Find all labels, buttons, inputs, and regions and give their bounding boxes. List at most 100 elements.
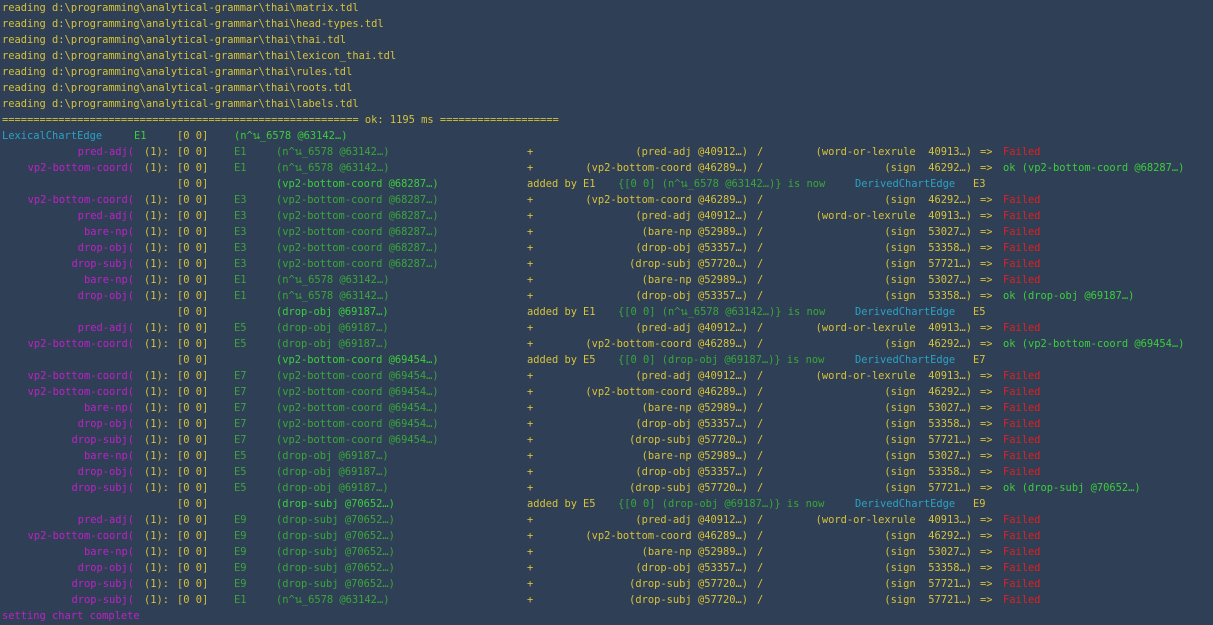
edge-span: [0 0] [177, 194, 209, 206]
rule-count: (1): [144, 322, 170, 334]
slash-sign: / [757, 322, 764, 334]
derived-note: {[0 0] (n^น_6578 @63142…)} is now [618, 178, 826, 190]
slash-sign: / [757, 514, 764, 526]
mother-object: (vp2-bottom-coord @46289…) [585, 530, 748, 542]
slash-sign: / [757, 594, 764, 606]
edge-span: [0 0] [177, 562, 209, 574]
rule-application-row: bare-np((1):[0 0]E7(vp2-bottom-coord @69… [0, 400, 1213, 416]
arrow-sign: => [980, 578, 993, 590]
slash-sign: / [757, 290, 764, 302]
rule-application-row: pred-adj((1):[0 0]E3(vp2-bottom-coord @6… [0, 208, 1213, 224]
rule-application-row: bare-np((1):[0 0]E3(vp2-bottom-coord @68… [0, 224, 1213, 240]
edge-span: [0 0] [177, 370, 209, 382]
slash-sign: / [757, 386, 764, 398]
rule-application-row: bare-np((1):[0 0]E5(drop-obj @69187…)+(b… [0, 448, 1213, 464]
edge-object: (vp2-bottom-coord @69454…) [276, 370, 439, 382]
rule-name: drop-obj( [77, 466, 134, 478]
edge-object: (n^น_6578 @63142…) [276, 146, 390, 158]
mother-object: (drop-subj @57720…) [629, 594, 748, 606]
edge-span: [0 0] [177, 450, 209, 462]
added-by-label: added by [527, 178, 578, 190]
derived-label: DerivedChartEdge [855, 178, 956, 190]
daughter-object: (word-or-lexrule 40913…) [815, 322, 972, 334]
mother-object: (bare-np @52989…) [641, 402, 748, 414]
rule-name: pred-adj( [77, 146, 134, 158]
mother-object: (pred-adj @40912…) [635, 146, 748, 158]
rule-name: drop-subj( [71, 258, 134, 270]
edge-id: E3 [234, 226, 247, 238]
reading-line: reading d:\programming\analytical-gramma… [0, 80, 1213, 96]
rule-count: (1): [144, 482, 170, 494]
plus-sign: + [527, 418, 534, 430]
reading-line: reading d:\programming\analytical-gramma… [0, 0, 1213, 16]
rule-name: drop-obj( [77, 562, 134, 574]
added-by-label: added by [527, 306, 578, 318]
plus-sign: + [527, 514, 534, 526]
daughter-object: (sign 46292…) [884, 386, 972, 398]
mother-object: (vp2-bottom-coord @46289…) [585, 386, 748, 398]
daughter-object: (sign 46292…) [884, 338, 972, 350]
arrow-sign: => [980, 258, 993, 270]
rule-count: (1): [144, 162, 170, 174]
edge-object: (vp2-bottom-coord @69454…) [276, 434, 439, 446]
slash-sign: / [757, 226, 764, 238]
rule-application-row: bare-np((1):[0 0]E9(drop-subj @70652…)+(… [0, 544, 1213, 560]
arrow-sign: => [980, 562, 993, 574]
edge-object: (drop-obj @69187…) [276, 482, 389, 494]
arrow-sign: => [980, 466, 993, 478]
arrow-sign: => [980, 450, 993, 462]
daughter-object: (sign 46292…) [884, 194, 972, 206]
derived-note: {[0 0] (n^น_6578 @63142…)} is now [618, 306, 826, 318]
mother-object: (pred-adj @40912…) [635, 514, 748, 526]
added-by-edge: E5 [583, 498, 596, 510]
result-text: ok (drop-obj @69187…) [1003, 290, 1135, 302]
added-by-edge: E1 [583, 178, 596, 190]
arrow-sign: => [980, 274, 993, 286]
mother-object: (drop-obj @53357…) [635, 466, 748, 478]
result-text: Failed [1003, 146, 1041, 158]
result-text: Failed [1003, 274, 1041, 286]
slash-sign: / [757, 258, 764, 270]
daughter-object: (sign 46292…) [884, 162, 972, 174]
daughter-object: (word-or-lexrule 40913…) [815, 514, 972, 526]
rule-count: (1): [144, 210, 170, 222]
arrow-sign: => [980, 482, 993, 494]
arrow-sign: => [980, 210, 993, 222]
slash-sign: / [757, 546, 764, 558]
edge-id: E7 [234, 418, 247, 430]
rule-name: vp2-bottom-coord( [27, 370, 134, 382]
derived-label: DerivedChartEdge [855, 354, 956, 366]
added-by-edge: E5 [583, 354, 596, 366]
edge-span: [0 0] [177, 402, 209, 414]
lexical-edge-value: (n^น_6578 @63142…) [234, 130, 348, 142]
edge-id: E9 [234, 578, 247, 590]
edge-span: [0 0] [177, 546, 209, 558]
edge-id: E9 [234, 562, 247, 574]
result-text: ok (drop-subj @70652…) [1003, 482, 1141, 494]
derived-edge-id: E3 [973, 178, 986, 190]
result-text: Failed [1003, 226, 1041, 238]
plus-sign: + [527, 194, 534, 206]
reading-text: reading d:\programming\analytical-gramma… [2, 18, 384, 30]
rule-application-row: vp2-bottom-coord((1):[0 0]E7(vp2-bottom-… [0, 368, 1213, 384]
slash-sign: / [757, 242, 764, 254]
edge-span: [0 0] [177, 146, 209, 158]
reading-text: reading d:\programming\analytical-gramma… [2, 34, 347, 46]
plus-sign: + [527, 466, 534, 478]
derived-note: {[0 0] (drop-obj @69187…)} is now [618, 354, 825, 366]
rule-application-row: vp2-bottom-coord((1):[0 0]E3(vp2-bottom-… [0, 192, 1213, 208]
edge-id: E9 [234, 530, 247, 542]
rule-application-row: drop-subj((1):[0 0]E3(vp2-bottom-coord @… [0, 256, 1213, 272]
mother-object: (drop-subj @57720…) [629, 482, 748, 494]
rule-count: (1): [144, 258, 170, 270]
edge-id: E9 [234, 514, 247, 526]
mother-object: (drop-subj @57720…) [629, 434, 748, 446]
edge-id: E1 [234, 146, 247, 158]
edge-span: [0 0] [177, 258, 209, 270]
result-text: Failed [1003, 466, 1041, 478]
edge-object: (vp2-bottom-coord @69454…) [276, 418, 439, 430]
rule-application-row: vp2-bottom-coord((1):[0 0]E5(drop-obj @6… [0, 336, 1213, 352]
rule-count: (1): [144, 290, 170, 302]
